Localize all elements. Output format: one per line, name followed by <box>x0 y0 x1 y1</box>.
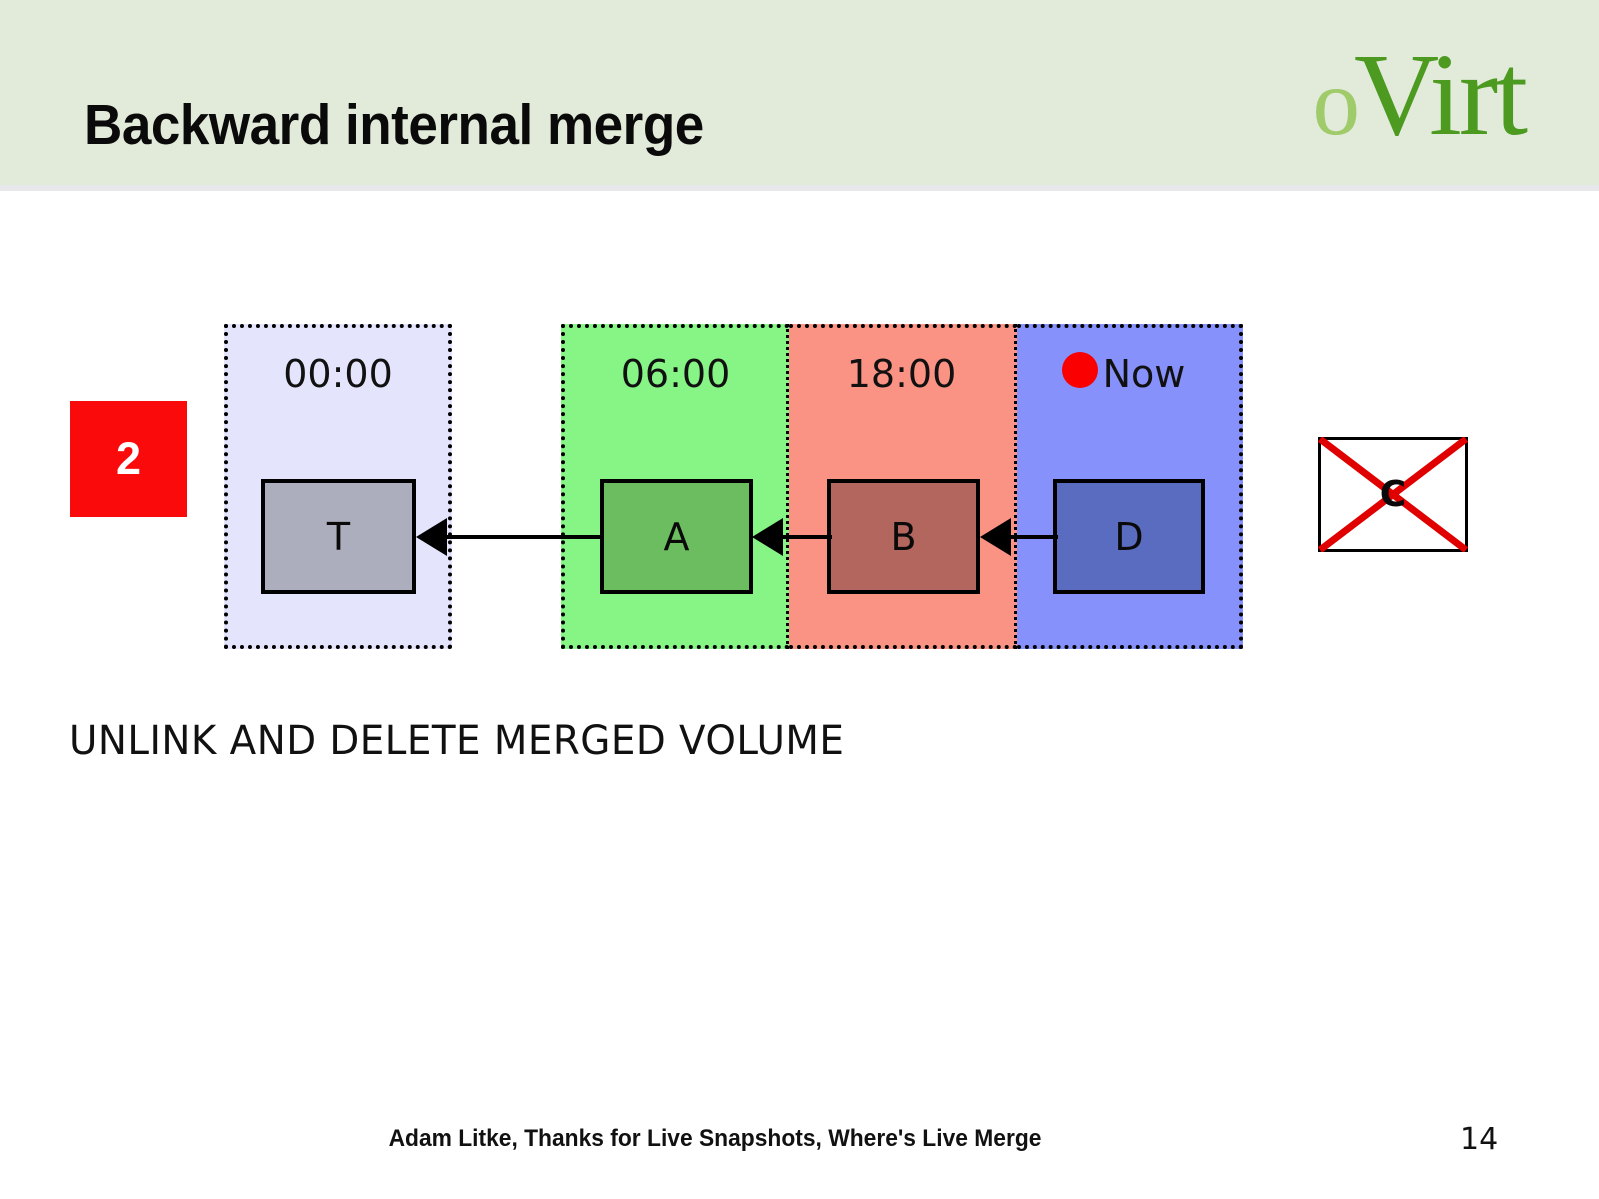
arrow-head-d-to-b-icon <box>980 518 1011 556</box>
arrow-line-a-to-t <box>440 535 604 539</box>
arrow-head-b-to-a-icon <box>752 518 783 556</box>
slide-header-band <box>0 0 1599 185</box>
lane-label-now: Now <box>1102 352 1186 396</box>
deleted-volume-label: C <box>1379 474 1407 515</box>
ovirt-logo-virt: Virt <box>1354 29 1528 160</box>
lane-label-00-00: 00:00 <box>283 352 393 396</box>
slide-header-underline <box>0 185 1599 191</box>
step-badge: 2 <box>70 401 187 517</box>
page-number: 14 <box>1460 1122 1499 1157</box>
volume-box-d: D <box>1053 479 1205 594</box>
footer-credit: Adam Litke, Thanks for Live Snapshots, W… <box>388 1125 1042 1152</box>
volume-box-t: T <box>261 479 416 594</box>
volume-box-b: B <box>827 479 980 594</box>
diagram-caption: UNLINK AND DELETE MERGED VOLUME <box>69 718 845 764</box>
delete-cross-icon <box>1318 437 1468 552</box>
arrow-head-a-to-t-icon <box>416 518 447 556</box>
deleted-volume-c: C <box>1318 437 1468 552</box>
ovirt-logo: oVirt <box>1312 36 1529 156</box>
lane-label-06-00: 06:00 <box>620 352 731 396</box>
now-indicator-dot-icon <box>1062 352 1098 388</box>
arrow-line-b-to-a <box>770 535 832 539</box>
ovirt-logo-o: o <box>1312 49 1360 155</box>
page-title: Backward internal merge <box>84 93 704 157</box>
volume-box-a: A <box>600 479 753 594</box>
arrow-line-d-to-b <box>998 535 1058 539</box>
lane-label-18-00: 18:00 <box>846 352 957 396</box>
